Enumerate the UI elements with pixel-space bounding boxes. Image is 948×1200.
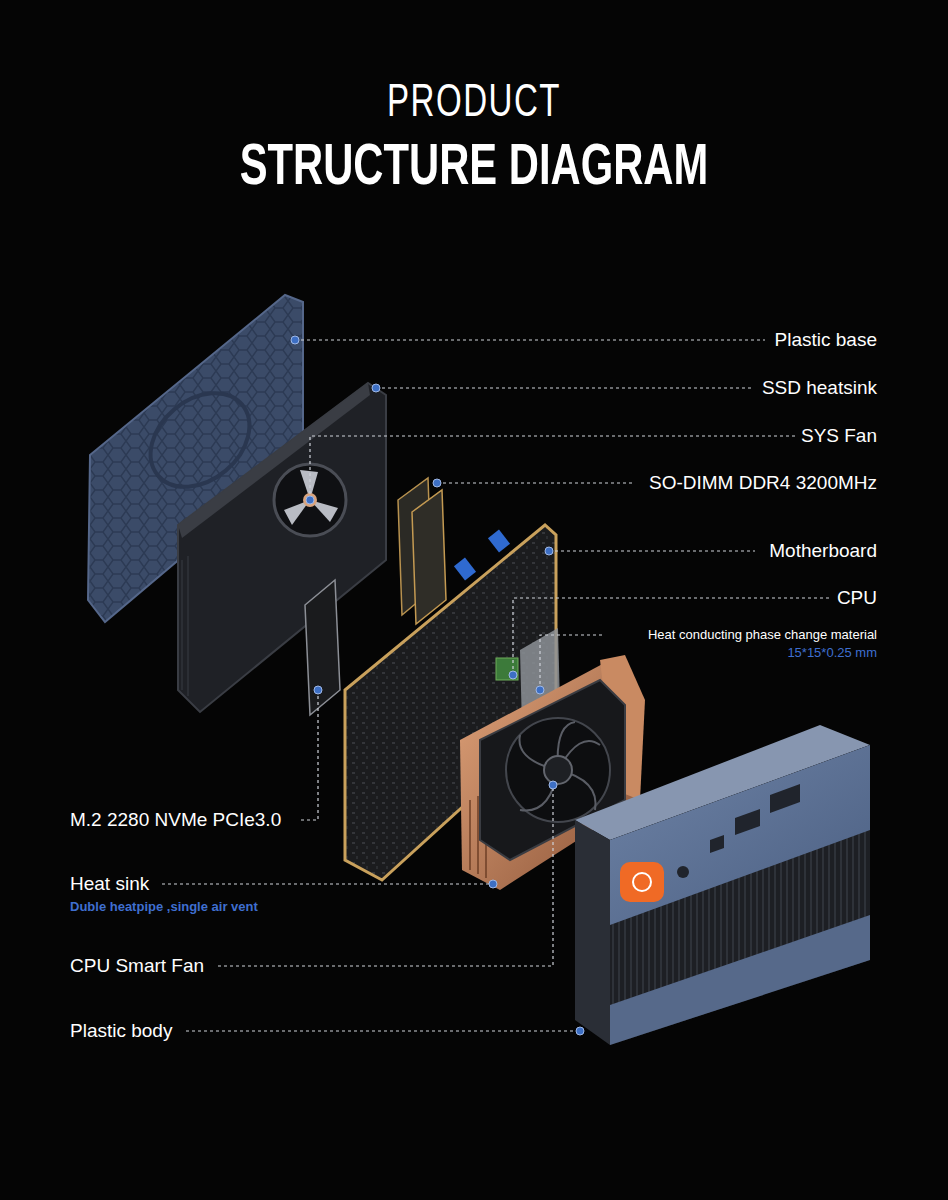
leader-dots xyxy=(291,336,584,1035)
usb-port xyxy=(454,558,476,581)
ssd-heatsink xyxy=(178,383,386,712)
device-panel xyxy=(610,745,870,925)
power-button xyxy=(620,862,664,902)
part-label: 15*15*0.25 mm xyxy=(787,645,877,661)
part-label: Plastic base xyxy=(775,329,877,351)
usb-port xyxy=(770,784,800,813)
part-label: Heat conducting phase change material xyxy=(648,627,877,643)
device-side xyxy=(575,820,610,1045)
m2-ssd xyxy=(305,580,340,715)
part-label: Motherboard xyxy=(769,540,877,562)
part-label: Heat sink xyxy=(70,873,149,895)
heatsink-fins xyxy=(182,556,188,696)
part-label: SYS Fan xyxy=(801,425,877,447)
usb-port xyxy=(735,809,760,835)
part-label: SO-DIMM DDR4 3200MHz xyxy=(649,472,877,494)
fan-hub xyxy=(303,493,317,507)
part-label: Duble heatpipe ,single air vent xyxy=(70,899,258,915)
part-label: M.2 2280 NVMe PCIe3.0 xyxy=(70,809,281,831)
leader-lines xyxy=(162,340,832,1031)
usb-port xyxy=(488,530,510,553)
usb-c-port xyxy=(710,835,724,853)
part-label: CPU Smart Fan xyxy=(70,955,204,977)
audio-jack xyxy=(677,866,689,878)
cpu-fan-blades xyxy=(519,722,600,811)
cpu-fan xyxy=(506,718,610,822)
heatsink-edge xyxy=(178,383,370,538)
device-front xyxy=(610,745,870,1045)
cpu-chip xyxy=(496,658,518,680)
diagram-title: PRODUCT STRUCTURE DIAGRAM xyxy=(208,62,741,199)
part-label: CPU xyxy=(837,587,877,609)
sys-fan-blades xyxy=(284,470,338,525)
power-symbol xyxy=(633,873,651,891)
part-label: Plastic body xyxy=(70,1020,172,1042)
part-label: SSD heatsink xyxy=(762,377,877,399)
fan-hub xyxy=(544,756,572,784)
device-bottom-band xyxy=(610,915,870,1045)
so-dimm xyxy=(412,490,446,624)
